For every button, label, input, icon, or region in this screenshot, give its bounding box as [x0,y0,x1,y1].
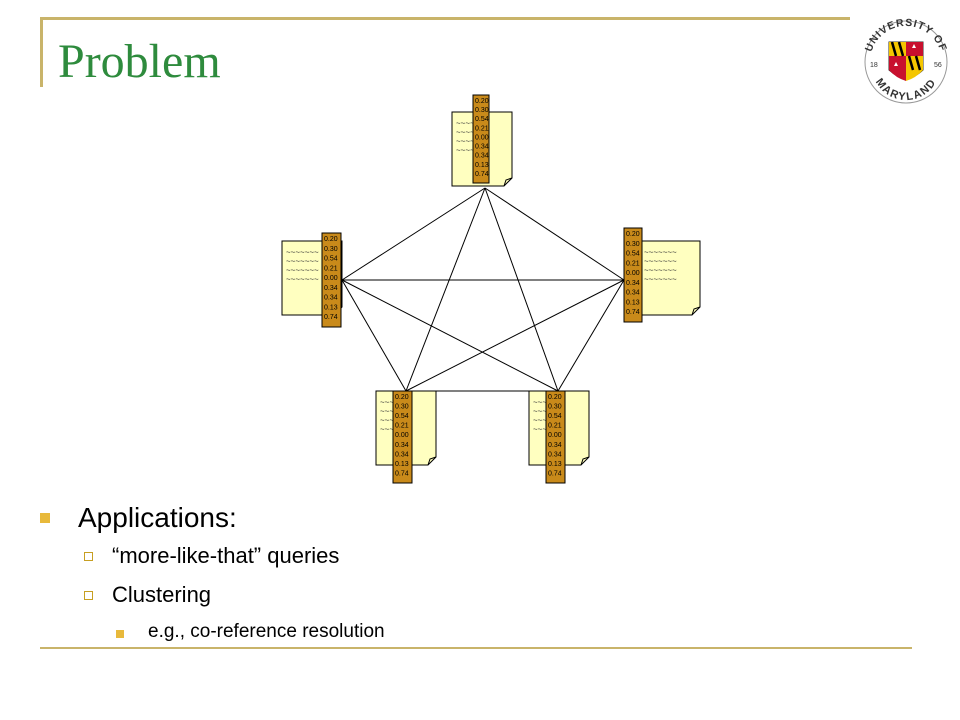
sub-bullet-more-like-that: “more-like-that” queries [112,543,340,568]
feature-vector-value: 0.21 [324,265,338,272]
feature-vector-value: 0.30 [324,246,338,253]
document-page-fold [503,177,513,187]
feature-vector [623,227,643,323]
document-text-line: ~~~~~~~ [286,266,319,275]
bullet-applications: Applications: [78,502,237,533]
doc-left: ~~~~~~~~~~~~~~~~~~~~~~~~~~~~0.200.300.54… [281,232,343,328]
logo-year-right: 56 [934,62,942,69]
similarity-edge [557,279,625,392]
feature-vector-value: 0.13 [324,304,338,311]
feature-vector-value: 0.34 [548,451,562,458]
feature-vector-value: 0.34 [395,451,409,458]
feature-vector-value: 0.20 [548,394,562,401]
feature-vector-value: 0.54 [475,116,489,123]
document-text-line: ~~~~~~~ [286,248,319,257]
feature-vector-value: 0.00 [395,432,409,439]
document-page-fold [691,306,701,316]
feature-vector-value: 0.54 [395,413,409,420]
feature-vector-value: 0.00 [475,134,489,141]
document-text-line: ~~~~~~~ [286,257,319,266]
maryland-flag-shield [888,41,924,81]
document-text-line: ~~~~~~~ [286,275,319,284]
doc-right: ~~~~~~~~~~~~~~~~~~~~~~~~~~~~0.200.300.54… [623,227,701,323]
feature-vector-value: 0.00 [548,432,562,439]
bullet-square-icon [40,513,50,523]
sub-bullet-clustering: Clustering [112,582,212,607]
sub-bullet-square-icon [84,552,93,561]
feature-vector-value: 0.30 [548,404,562,411]
doc-bottom-left: ~~~~~~~~~~~~~~~~~~~~~~~~~~~~0.200.300.54… [375,390,437,484]
feature-vector-value: 0.34 [548,442,562,449]
feature-vector-value: 0.74 [475,171,489,178]
document-text-line: ~~~~~~~ [644,257,677,266]
sub-sub-bullet-coreference: e.g., co-reference resolution [148,621,385,642]
feature-vector-value: 0.74 [626,309,640,316]
feature-vector [392,390,413,484]
graph-documents: ~~~~~~~~~~~~~~~~~~~~~~~~~~~~0.200.300.54… [281,94,701,484]
feature-vector [321,232,342,328]
feature-vector-value: 0.13 [395,461,409,468]
feature-vector-value: 0.74 [324,314,338,321]
feature-vector-value: 0.30 [626,241,640,248]
feature-vector-value: 0.13 [548,461,562,468]
document-page-fold [427,456,437,466]
frame-left-rule [40,17,43,87]
similarity-edge [484,187,625,281]
frame-bottom-rule [40,647,912,649]
sub-sub-bullet-square-icon [116,630,124,638]
document-page-fold [580,456,590,466]
feature-vector-value: 0.34 [626,290,640,297]
similarity-edge [341,279,407,392]
feature-vector-value: 0.20 [324,236,338,243]
feature-vector-value: 0.34 [475,144,489,151]
feature-vector-value: 0.34 [324,295,338,302]
feature-vector-value: 0.74 [395,470,409,477]
feature-vector-value: 0.54 [626,251,640,258]
similarity-edge [405,187,486,392]
feature-vector [472,94,490,184]
feature-vector-value: 0.34 [475,153,489,160]
similarity-edge [405,279,625,392]
slide-title: Problem [58,35,221,88]
feature-vector-value: 0.30 [475,107,489,114]
feature-vector-value: 0.34 [395,442,409,449]
graph-edges [341,187,625,392]
feature-vector-value: 0.54 [548,413,562,420]
similarity-edge [484,187,559,392]
frame-top-rule [40,17,850,20]
sub-bullet-square-icon [84,591,93,600]
feature-vector-value: 0.34 [626,280,640,287]
feature-vector-value: 0.00 [324,275,338,282]
feature-vector [545,390,566,484]
doc-top: ~~~~~~~~~~~~~~~~~~~~~~~~~~~~0.200.300.54… [451,94,513,187]
feature-vector-value: 0.00 [626,270,640,277]
feature-vector-value: 0.13 [475,162,489,169]
feature-vector-value: 0.34 [324,285,338,292]
feature-vector-value: 0.21 [395,423,409,430]
feature-vector-value: 0.30 [395,404,409,411]
feature-vector-value: 0.74 [548,470,562,477]
feature-vector-value: 0.20 [395,394,409,401]
similarity-edge [341,279,559,392]
university-seal-logo: UNIVERSITY OF MARYLAND 18 56 [863,17,948,104]
feature-vector-value: 0.21 [548,423,562,430]
feature-vector-value: 0.13 [626,299,640,306]
similarity-edge [341,187,486,281]
feature-vector-value: 0.20 [626,231,640,238]
doc-bottom-right: ~~~~~~~~~~~~~~~~~~~~~~~~~~~~0.200.300.54… [528,390,590,484]
document-text-line: ~~~~~~~ [644,275,677,284]
document-text-line: ~~~~~~~ [644,248,677,257]
feature-vector-value: 0.21 [475,125,489,132]
document-text-line: ~~~~~~~ [644,266,677,275]
feature-vector-value: 0.21 [626,260,640,267]
feature-vector-value: 0.54 [324,256,338,263]
feature-vector-value: 0.20 [475,98,489,105]
logo-year-left: 18 [870,62,878,69]
